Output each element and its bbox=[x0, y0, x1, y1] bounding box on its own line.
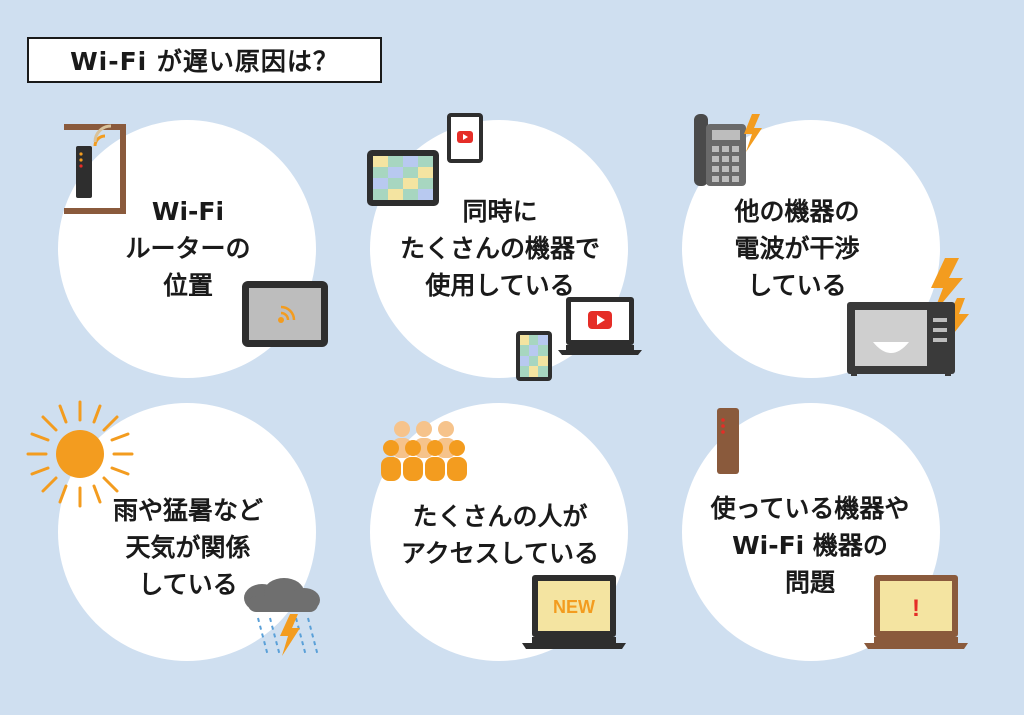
router-brown-icon bbox=[717, 408, 739, 474]
laptop-video-icon bbox=[558, 297, 642, 355]
page-title: Wi-Fi が遅い原因は？ bbox=[27, 37, 382, 83]
phone-map-icon bbox=[516, 331, 552, 381]
sun-icon bbox=[26, 400, 134, 508]
cause-label-interference: 他の機器の 電波が干渉 している bbox=[734, 197, 860, 300]
cause-label-router-position: Wi-Fi ルーターの 位置 bbox=[125, 197, 251, 300]
router-shelf-icon bbox=[64, 124, 126, 214]
cause-label-device-problem: 使っている機器や Wi-Fi 機器の 問題 bbox=[710, 494, 910, 597]
storm-cloud-icon bbox=[244, 578, 320, 657]
microwave-icon bbox=[847, 258, 969, 376]
tablet-map-icon bbox=[367, 150, 439, 206]
cause-label-many-devices: 同時に たくさんの機器で 使用している bbox=[399, 197, 600, 300]
laptop-warning-text: ! bbox=[912, 595, 920, 622]
phone-video-icon bbox=[447, 113, 483, 163]
laptop-new-icon: NEW bbox=[522, 575, 626, 649]
cause-label-weather: 雨や猛暑など 天気が関係 している bbox=[112, 496, 263, 599]
tablet-wifi-icon bbox=[242, 281, 328, 347]
cause-label-many-users: たくさんの人が アクセスしている bbox=[400, 502, 599, 568]
laptop-new-text: NEW bbox=[553, 597, 595, 617]
telephone-icon bbox=[694, 114, 762, 186]
laptop-warning-icon: ! bbox=[864, 575, 968, 649]
crowd-people-icon bbox=[381, 421, 467, 481]
